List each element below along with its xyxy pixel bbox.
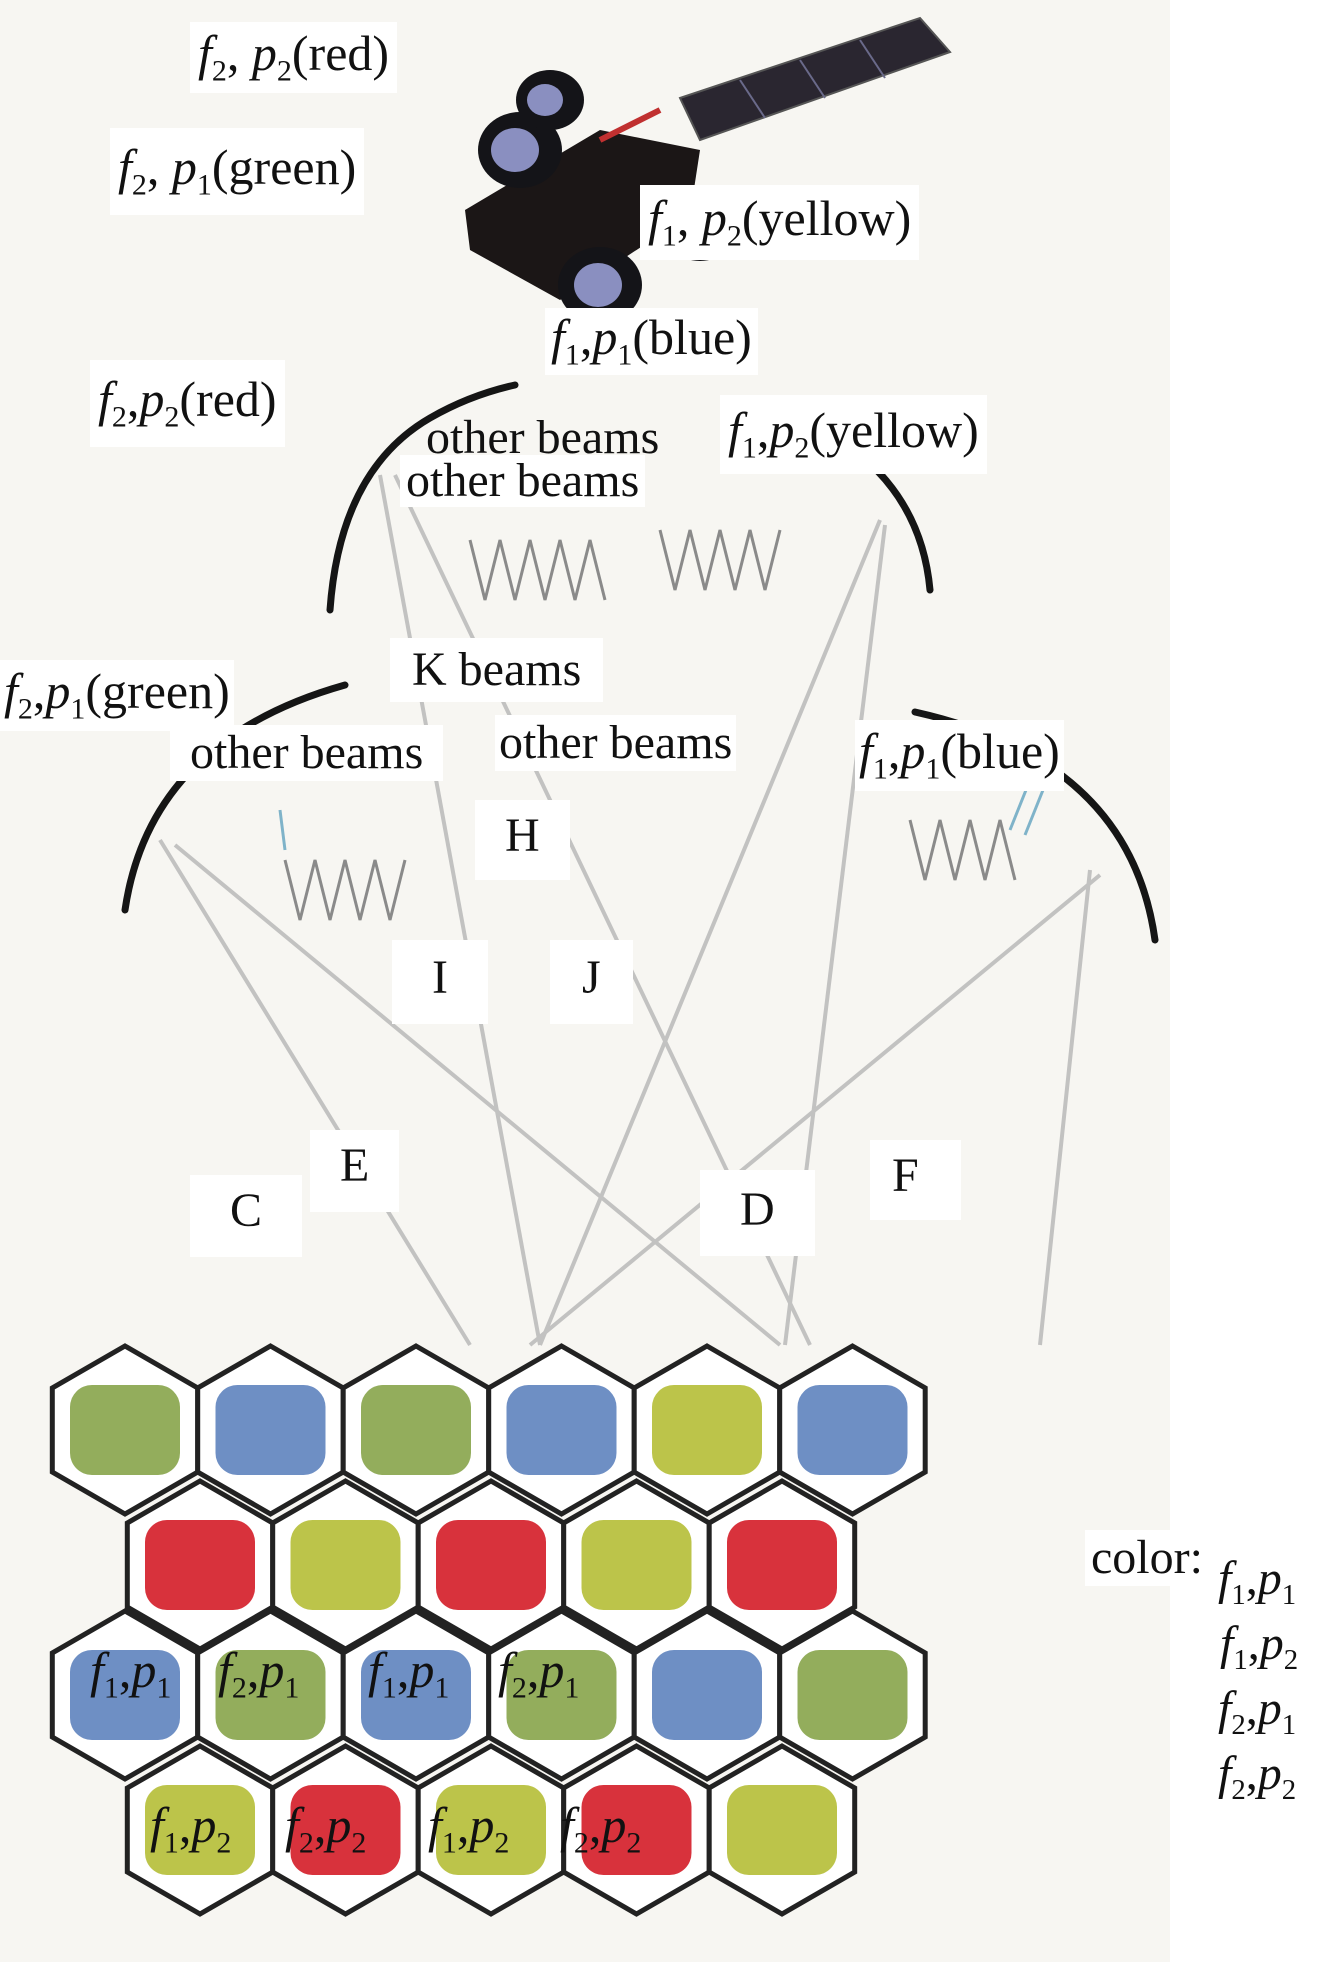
cell-color-fill	[215, 1385, 326, 1475]
reflector-label-top-yellow: f1,p2(yellow)	[720, 395, 987, 474]
cell-label: f2,p1	[218, 1642, 300, 1705]
cell-color-fill	[506, 1385, 617, 1475]
reflector-label-top-red: f2,p2(red)	[90, 360, 285, 447]
cell-label: f2,p2	[285, 1797, 367, 1860]
cell-color-fill	[361, 1650, 471, 1740]
feed-arrow	[278, 809, 287, 851]
cell-color-fill	[70, 1650, 180, 1740]
beam-label-c: C	[190, 1175, 303, 1257]
other-beams-label: other beams	[170, 725, 444, 781]
beam-line	[173, 843, 782, 1347]
cell-color-fill	[145, 1520, 255, 1610]
beam-line	[528, 873, 1102, 1347]
beam-lines	[158, 474, 1102, 1347]
legend-item: f2,p2	[1218, 1747, 1297, 1807]
cell-color-fill	[70, 1385, 180, 1475]
solar-panel-grid	[799, 59, 826, 99]
solar-panel-grid	[739, 79, 766, 119]
legend-item: f1,p1	[1218, 1552, 1297, 1612]
cell-color-fill	[436, 1785, 546, 1875]
cell-color-fill	[290, 1785, 401, 1875]
reflector-label-top-blue: f1,p1(blue)	[545, 308, 758, 375]
cell-label: f1,p2	[428, 1797, 510, 1860]
beam-label-h: H	[475, 800, 570, 880]
top-reflector-left-arc	[326, 381, 519, 614]
feed-horn-left-top	[468, 539, 607, 601]
sat-label-red: f2, p2(red)	[190, 22, 398, 93]
beam-line	[1038, 869, 1092, 1346]
feed-horn-left-low	[283, 859, 407, 921]
cell-color-fill	[215, 1650, 326, 1740]
beam-label-d: D	[700, 1170, 815, 1256]
cell-label: f2,p2	[560, 1797, 642, 1860]
k-beams-label: K beams	[390, 638, 604, 702]
feed-horn-right-low	[908, 819, 1017, 881]
dish-antenna-face	[491, 128, 539, 172]
cell-color-fill	[797, 1385, 908, 1475]
cell-color-fill	[145, 1785, 255, 1875]
cell-color-fill	[652, 1650, 762, 1740]
reflector-label-left-green: f2,p1(green)	[0, 660, 234, 731]
cell-color-fill	[581, 1520, 692, 1610]
dish-antenna-face	[527, 84, 563, 116]
dish-antenna-face	[574, 263, 622, 307]
feed-horn-right-top	[658, 529, 782, 591]
other-beams-label: other beams	[400, 455, 646, 507]
legend-item: f1,p2	[1220, 1617, 1299, 1677]
cell-label: f1,p1	[368, 1642, 450, 1705]
cell-color-fill	[436, 1520, 546, 1610]
cell-color-fill	[797, 1650, 908, 1740]
satellite-body	[465, 130, 700, 300]
cell-label: f1,p1	[90, 1642, 172, 1705]
feed-horns	[278, 529, 1047, 921]
other-beams-label: other beams	[495, 715, 737, 771]
other-beams-label: other beams	[426, 411, 660, 464]
cell-grid	[49, 1343, 928, 1917]
beam-line	[158, 838, 472, 1347]
cell-color-fill	[652, 1385, 762, 1475]
cell-color-fill	[361, 1385, 471, 1475]
satellite-boom	[598, 107, 662, 143]
feed-arrow	[1023, 784, 1047, 836]
beam-label-i: I	[392, 940, 488, 1024]
cell-color-fill	[727, 1785, 837, 1875]
cell-color-fill	[581, 1785, 692, 1875]
legend-item: f2,p1	[1218, 1682, 1297, 1742]
cell-color-fill	[506, 1650, 617, 1740]
cell-color-fill	[727, 1520, 837, 1610]
legend-title: color:	[1085, 1530, 1209, 1586]
solar-panel-grid	[859, 39, 886, 79]
cell-label: f2,p1	[498, 1642, 580, 1705]
reflector-label-right-blue: f1,p1(blue)	[855, 720, 1064, 791]
beam-line	[378, 474, 542, 1346]
cell-color-fill	[290, 1520, 401, 1610]
beam-label-e: E	[310, 1130, 400, 1212]
sat-label-yellow: f1, p2(yellow)	[640, 185, 920, 260]
solar-panel	[678, 16, 952, 142]
beam-label-f: F	[870, 1140, 961, 1220]
sat-label-green: f2, p1(green)	[110, 128, 365, 215]
cell-label: f1,p2	[150, 1797, 232, 1860]
beam-line	[538, 519, 882, 1346]
beam-label-j: J	[550, 940, 633, 1024]
